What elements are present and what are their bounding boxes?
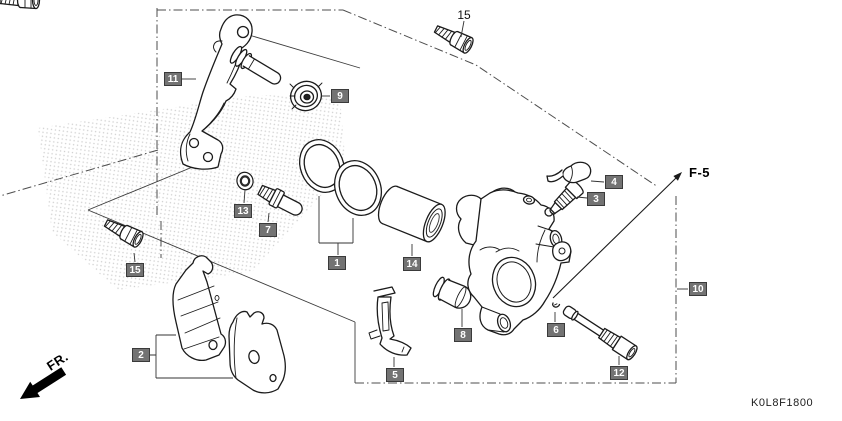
callout-2[interactable]: 2 xyxy=(132,348,150,362)
callout-7[interactable]: 7 xyxy=(259,223,277,237)
part-caliper-body xyxy=(455,187,572,336)
part-bleeder-cap xyxy=(546,161,592,184)
part-pad-pin xyxy=(562,305,638,361)
f5-arrow xyxy=(552,172,682,299)
callout-9[interactable]: 9 xyxy=(331,89,349,103)
cross-reference-f5[interactable]: F-5 xyxy=(689,165,710,180)
callout-11[interactable]: 11 xyxy=(164,72,182,86)
callout-12[interactable]: 12 xyxy=(610,366,628,380)
assembly-boundary xyxy=(0,8,677,384)
part-slide-pin-boot xyxy=(432,276,472,309)
part-pin-boot-grommet xyxy=(289,80,323,112)
callout-8[interactable]: 8 xyxy=(454,328,472,342)
callout-leader-lines xyxy=(133,20,688,379)
part-piston-seals xyxy=(298,139,383,216)
callout-15[interactable]: 15 xyxy=(126,263,144,277)
part-clip xyxy=(552,302,561,308)
callout-1[interactable]: 1 xyxy=(328,256,346,270)
part-pad-spring xyxy=(368,286,412,356)
callout-6[interactable]: 6 xyxy=(547,323,565,337)
part-piston xyxy=(377,185,446,243)
part-slide-pin-upper xyxy=(229,45,282,85)
callout-15-plain[interactable]: 15 xyxy=(457,8,471,22)
callout-5[interactable]: 5 xyxy=(386,368,404,382)
fr-arrow-icon xyxy=(20,367,67,399)
part-pin-bolt xyxy=(257,184,303,216)
callout-14[interactable]: 14 xyxy=(403,257,421,271)
callout-10[interactable]: 10 xyxy=(689,282,707,296)
callout-4[interactable]: 4 xyxy=(605,175,623,189)
part-bleeder-screw xyxy=(549,180,584,215)
part-washer xyxy=(236,171,254,191)
part-flange-bolt xyxy=(0,0,41,10)
watermark-stipple xyxy=(38,95,346,290)
diagram-code: K0L8F1800 xyxy=(751,397,814,409)
callout-3[interactable]: 3 xyxy=(587,192,605,206)
part-brake-pads xyxy=(172,255,286,394)
callout-13[interactable]: 13 xyxy=(234,204,252,218)
